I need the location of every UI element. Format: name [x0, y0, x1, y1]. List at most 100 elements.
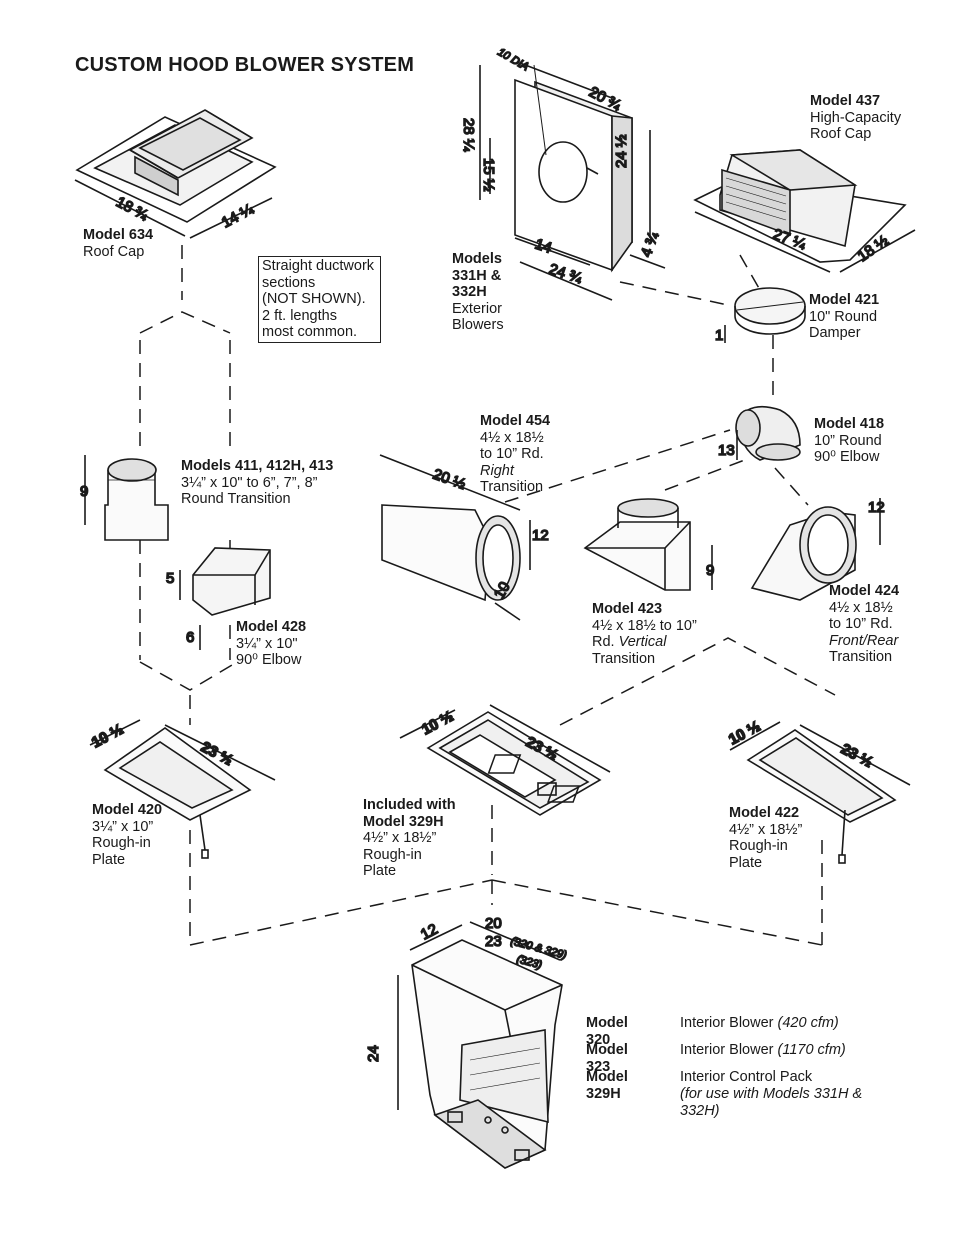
model-name: Models 411, 412H, 413 — [181, 458, 334, 474]
dim-10-dia: 10 DIA — [496, 46, 531, 73]
model-desc: Exterior — [452, 300, 502, 317]
model-454-label: Model 454 4½ x 18½ to 10” Rd. Right Tran… — [480, 413, 550, 496]
svg-text:28 ¼: 28 ¼ — [460, 118, 477, 152]
model-423-transition-drawing — [583, 498, 713, 591]
svg-text:24 ½: 24 ½ — [613, 134, 630, 168]
model-428-label: Model 428 3¼” x 10" 90⁰ Elbow — [236, 619, 306, 669]
svg-text:5: 5 — [166, 570, 174, 587]
model-420-label: Model 420 3¼” x 10” Rough-in Plate — [92, 802, 162, 868]
legend-model: Model 329H — [586, 1069, 628, 1102]
svg-text:10 ½: 10 ½ — [726, 718, 763, 749]
model-desc: 3¼” x 10" — [236, 635, 298, 652]
model-desc: Transition — [592, 650, 656, 667]
svg-text:24 ¾: 24 ¾ — [547, 261, 584, 288]
model-desc: Rough-in — [363, 846, 422, 863]
model-desc: Plate — [729, 854, 763, 871]
model-421-damper-drawing — [724, 287, 806, 343]
model-name: Models — [452, 251, 502, 267]
model-418-elbow-drawing — [735, 405, 801, 461]
model-desc: Roof Cap — [810, 126, 872, 142]
model-428-elbow-drawing — [179, 547, 271, 650]
model-name: Model 418 — [814, 416, 885, 432]
svg-text:15 ½: 15 ½ — [480, 158, 497, 192]
model-desc: to 10” Rd. — [829, 616, 893, 632]
model-desc: 4½” x 18½” — [363, 830, 437, 846]
note-line: (NOT SHOWN). — [262, 291, 366, 307]
model-desc: 10” Round — [814, 432, 882, 449]
model-421-label: Model 421 10" Round Damper — [809, 292, 879, 342]
model-name: Included with — [363, 797, 456, 813]
svg-text:4 ¾: 4 ¾ — [638, 230, 663, 260]
svg-text:24: 24 — [365, 1045, 382, 1062]
legend-note: (420 cfm) — [777, 1015, 839, 1031]
svg-text:6: 6 — [186, 629, 194, 646]
model-desc: to 10” Rd. — [480, 446, 544, 462]
model-desc: 4½” x 18½” — [729, 821, 803, 838]
model-411-412h-413-label: Models 411, 412H, 413 3¼” x 10" to 6”, 7… — [181, 458, 333, 508]
model-name: Model 424 — [829, 583, 900, 599]
svg-text:18 ¾: 18 ¾ — [113, 194, 151, 225]
model-437-label: Model 437 High-Capacity Roof Cap — [810, 93, 901, 143]
model-423-label: Model 423 4½ x 18½ to 10” Rd. Vertical T… — [592, 601, 697, 667]
model-desc-mixed: Rd. Vertical — [592, 634, 697, 651]
svg-text:1: 1 — [715, 327, 723, 344]
model-634-roof-cap-drawing — [74, 109, 277, 239]
model-desc: High-Capacity — [810, 109, 902, 126]
model-desc: Plate — [363, 863, 397, 879]
svg-text:20 ½: 20 ½ — [431, 466, 469, 494]
interior-blower-drawing — [397, 921, 563, 1169]
model-desc: 10" Round — [809, 308, 878, 325]
model-name: Model 428 — [236, 619, 307, 635]
model-329h-plate-label: Included with Model 329H 4½” x 18½” Roug… — [363, 797, 456, 880]
model-desc: 90⁰ Elbow — [814, 449, 880, 465]
legend-note: (1170 cfm) — [777, 1042, 846, 1058]
model-desc: 4½ x 18½ — [829, 599, 893, 616]
svg-text:9: 9 — [706, 562, 714, 579]
model-desc-italic: Right — [480, 462, 514, 479]
svg-text:13: 13 — [718, 442, 735, 459]
model-desc: Transition — [829, 649, 893, 665]
model-name: Model 454 — [480, 413, 551, 429]
model-desc: Transition — [480, 479, 544, 495]
svg-text:20: 20 — [485, 915, 502, 932]
model-desc: 4½ x 18½ to 10” — [592, 617, 697, 634]
legend-desc: Interior Control Pack(for use with Model… — [680, 1069, 900, 1120]
model-desc: 3¼” x 10" to 6”, 7”, 8” — [181, 474, 318, 491]
svg-text:10 ½: 10 ½ — [89, 721, 126, 752]
model-desc: Damper — [809, 325, 861, 341]
model-name: Model 420 — [92, 802, 163, 818]
model-name: Model 437 — [810, 93, 881, 109]
model-424-label: Model 424 4½ x 18½ to 10” Rd. Front/Rear… — [829, 583, 899, 666]
page-title: CUSTOM HOOD BLOWER SYSTEM — [75, 54, 415, 76]
model-desc: 3¼” x 10” — [92, 818, 154, 835]
note-line: sections — [262, 274, 316, 291]
legend-desc-text: Interior Blower — [680, 1015, 774, 1031]
connection-lines — [139, 245, 836, 946]
model-desc: Plate — [92, 851, 126, 868]
model-desc: 4½ x 18½ — [480, 429, 544, 446]
legend-desc: Interior Blower (1170 cfm) — [680, 1042, 900, 1059]
model-desc: Roof Cap — [83, 243, 145, 260]
legend-note: (for use with Models 331H & 332H) — [680, 1086, 863, 1119]
model-desc-italic: Front/Rear — [829, 632, 899, 649]
model-desc: Rough-in — [92, 835, 151, 851]
model-331h-332h-label: Models 331H & 332H Exterior Blowers — [452, 251, 504, 334]
legend-desc-text: Interior Control Pack — [680, 1069, 813, 1085]
model-634-label: Model 634 Roof Cap — [83, 227, 153, 260]
model-name: Model 634 — [83, 227, 154, 243]
model-422-plate-drawing — [487, 721, 911, 864]
model-desc: Rough-in — [729, 838, 788, 854]
model-329h-plate-drawing — [399, 704, 611, 816]
legend-desc-text: Interior Blower — [680, 1042, 774, 1058]
svg-text:9: 9 — [80, 483, 88, 500]
model-desc: Blowers — [452, 317, 504, 333]
model-name: Model 422 — [729, 805, 800, 821]
model-desc: Round Transition — [181, 491, 291, 507]
model-422-label: Model 422 4½” x 18½” Rough-in Plate — [729, 805, 802, 871]
model-name: 332H — [452, 284, 487, 300]
svg-text:14 ¼: 14 ¼ — [219, 201, 257, 232]
model-437-roof-cap-drawing — [693, 149, 916, 273]
model-424-transition-drawing — [750, 498, 881, 601]
legend-desc: Interior Blower (420 cfm) — [680, 1015, 900, 1032]
model-name: Model 329H — [363, 813, 444, 830]
